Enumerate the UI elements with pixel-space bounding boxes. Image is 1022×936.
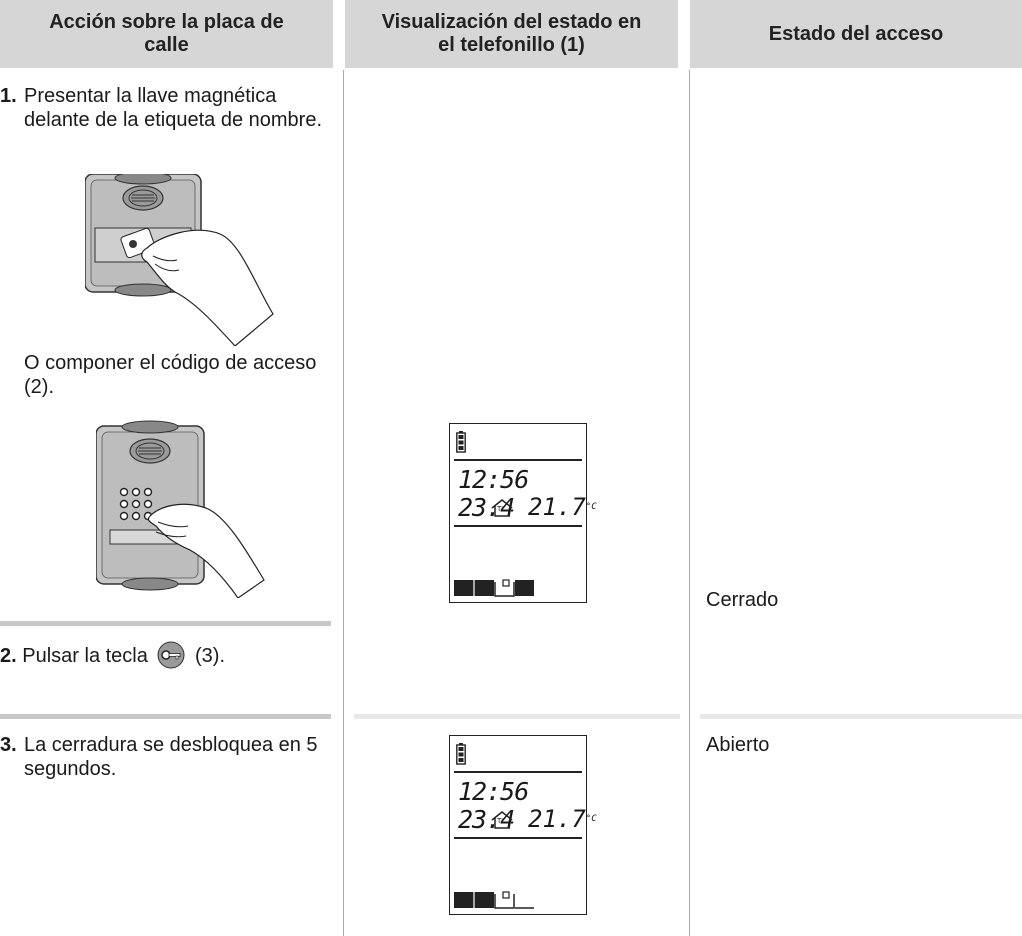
row-separator xyxy=(354,714,680,719)
row-separator xyxy=(700,714,1022,719)
step-text: Presentar la llave magnética delante de … xyxy=(24,85,322,131)
house-icon xyxy=(491,811,513,829)
display-date: 23.4 xyxy=(458,805,515,834)
step-number: 1. xyxy=(0,85,17,107)
step-number: 2. xyxy=(0,645,17,667)
access-status-icon xyxy=(454,891,534,909)
handset-display-open: 12:56 23.4 T° 21.7°C xyxy=(449,735,597,915)
key-icon xyxy=(157,641,185,669)
temperature-unit: °C xyxy=(585,814,597,824)
step-number: 3. xyxy=(0,734,17,756)
house-icon xyxy=(491,499,513,517)
step-1-alt-instruction: O componer el código de acceso (2). xyxy=(24,352,317,398)
column-header-status: Estado del acceso xyxy=(690,0,1022,68)
display-time: 12:56 xyxy=(458,465,529,494)
key-fob-on-panel-illustration xyxy=(85,174,274,346)
column-divider xyxy=(343,70,344,936)
access-status-icon xyxy=(454,579,534,597)
temperature-unit: °C xyxy=(585,502,597,512)
keypad-panel-illustration xyxy=(96,420,265,598)
temperature-label: T° xyxy=(497,506,505,513)
step-text: Pulsar la tecla xyxy=(22,645,148,667)
battery-icon xyxy=(456,743,466,765)
display-time: 12:56 xyxy=(458,777,529,806)
column-header-action: Acción sobre la placa de calle xyxy=(0,0,333,68)
step-3-instruction: 3. La cerradura se desbloquea en 5 segun… xyxy=(0,733,340,781)
battery-icon xyxy=(456,431,466,453)
step-text-suffix: (3). xyxy=(195,645,225,667)
status-closed: Cerrado xyxy=(706,589,779,611)
display-temperature: 21.7 xyxy=(528,805,586,833)
status-open: Abierto xyxy=(706,734,770,756)
column-divider xyxy=(689,70,690,936)
row-separator xyxy=(0,714,331,719)
display-date: 23.4 xyxy=(458,493,515,522)
step-2-instruction: 2. Pulsar la tecla (3). xyxy=(0,640,340,670)
display-temperature: 21.7 xyxy=(528,493,586,521)
step-text: La cerradura se desbloquea en 5 segundos… xyxy=(24,734,318,780)
column-header-display: Visualización del estado en el telefonil… xyxy=(345,0,678,68)
step-1-instruction: 1. Presentar la llave magnética delante … xyxy=(0,84,340,132)
temperature-label: T° xyxy=(497,818,505,825)
row-separator xyxy=(0,621,331,626)
handset-display-closed: 12:56 23.4 T° 21.7°C xyxy=(449,423,597,603)
